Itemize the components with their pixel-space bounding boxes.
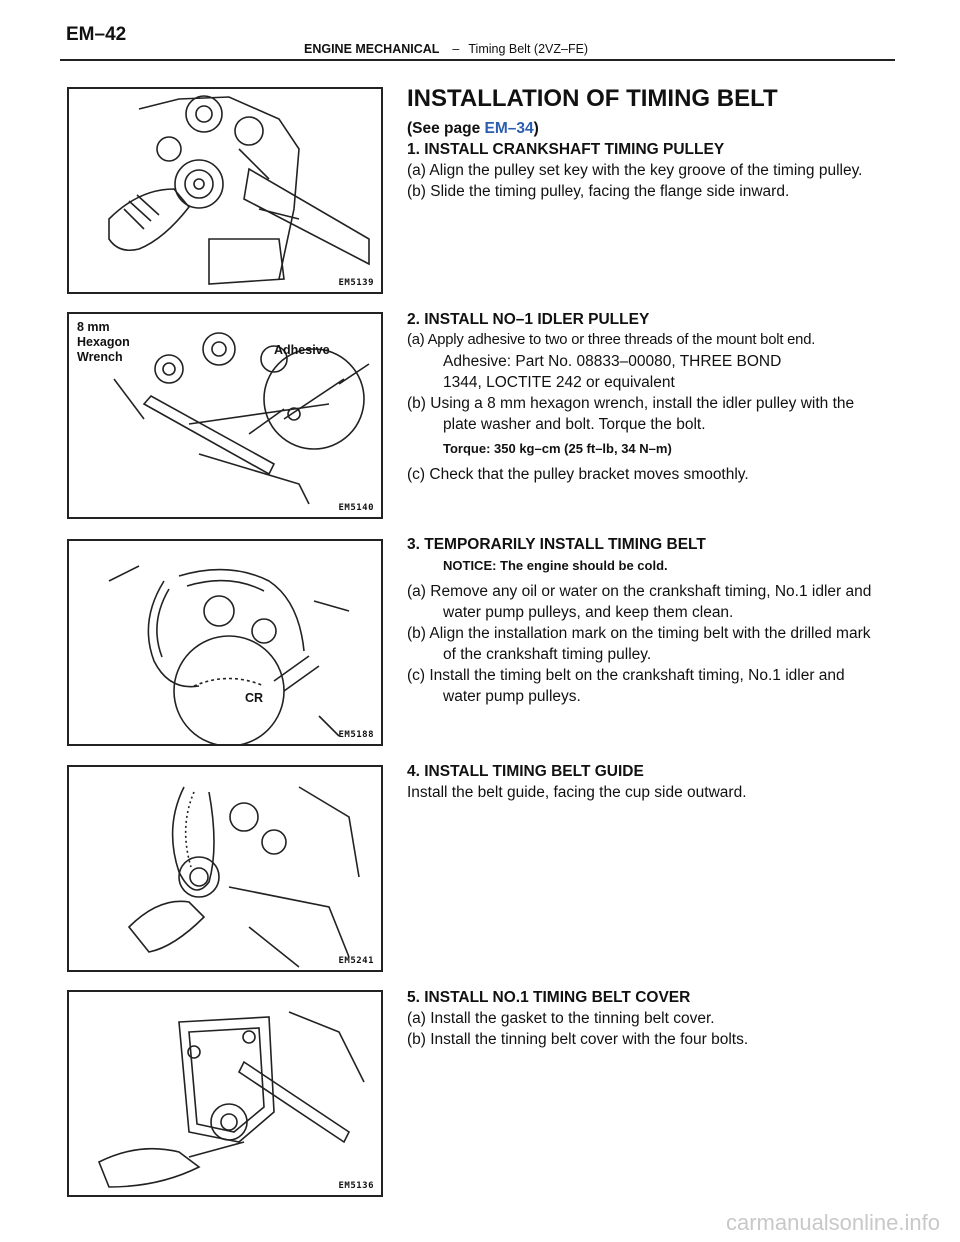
step-5a: (a) Install the gasket to the tinning be… (407, 1010, 715, 1027)
step-3b: (b) Align the installation mark on the t… (407, 625, 871, 663)
figure-code: EM5140 (338, 503, 374, 513)
illustration-idler-pulley (113, 332, 370, 505)
step-4-heading: 4. INSTALL TIMING BELT GUIDE (407, 763, 644, 780)
callout-wrench: Wrench (77, 350, 123, 364)
header-rule (60, 59, 895, 61)
step-3c: (c) Install the timing belt on the crank… (407, 667, 845, 705)
step-2b: (b) Using a 8 mm hexagon wrench, install… (407, 395, 855, 433)
page-title: INSTALLATION OF TIMING BELT (407, 85, 778, 112)
section-2-text: 2. INSTALL NO–1 IDLER PULLEY (a) Apply a… (407, 309, 885, 485)
section-4-text: 4. INSTALL TIMING BELT GUIDE Install the… (407, 761, 885, 803)
link-em-34[interactable]: EM–34 (484, 120, 534, 137)
illustration-belt-cover (97, 1011, 365, 1188)
see-page-reference: (See page EM–34) (407, 118, 885, 139)
header-subsection: Timing Belt (2VZ–FE) (468, 42, 589, 56)
section-1-text: INSTALLATION OF TIMING BELT (See page EM… (407, 84, 885, 202)
header-dash: – (452, 42, 460, 56)
callout-cr: CR (245, 691, 264, 705)
step-2-adhesive-line1: Adhesive: Part No. 08833–00080, THREE BO… (443, 353, 782, 370)
running-header: ENGINE MECHANICAL–Timing Belt (2VZ–FE) (304, 42, 588, 56)
figure-crankshaft-pulley: EM5139 (67, 87, 383, 294)
figure-code: EM5139 (338, 278, 374, 288)
header-section: ENGINE MECHANICAL (304, 42, 440, 56)
step-5b: (b) Install the tinning belt cover with … (407, 1031, 749, 1048)
section-5-text: 5. INSTALL NO.1 TIMING BELT COVER (a) In… (407, 987, 885, 1050)
step-2c: (c) Check that the pulley bracket moves … (407, 466, 749, 483)
callout-hexagon-wrench: 8 mm Hexagon Wrench (77, 320, 130, 365)
callout-adhesive: Adhesive (274, 343, 330, 357)
illustration-belt-guide (127, 786, 360, 968)
step-1a: (a) Align the pulley set key with the ke… (407, 162, 863, 179)
illustration-timing-belt (108, 565, 350, 744)
see-prefix: (See page (407, 120, 485, 137)
step-3-notice: NOTICE: The engine should be cold. (443, 558, 668, 573)
watermark: carmanualsonline.info (725, 1210, 940, 1235)
step-1-heading: 1. INSTALL CRANKSHAFT TIMING PULLEY (407, 141, 725, 158)
step-4-text: Install the belt guide, facing the cup s… (407, 784, 747, 801)
callout-hexagon: Hexagon (77, 335, 130, 349)
step-1b: (b) Slide the timing pulley, facing the … (407, 183, 790, 200)
section-3-text: 3. TEMPORARILY INSTALL TIMING BELT NOTIC… (407, 534, 885, 707)
step-2a: (a) Apply adhesive to two or three threa… (407, 332, 816, 348)
illustration-crankshaft-pulley (108, 95, 370, 285)
see-suffix: ) (533, 120, 539, 137)
callout-8mm: 8 mm (77, 320, 110, 334)
step-2-torque: Torque: 350 kg–cm (25 ft–lb, 34 N–m) (443, 441, 672, 456)
page-number: EM–42 (66, 24, 127, 45)
step-2-adhesive-line2: 1344, LOCTITE 242 or equivalent (443, 374, 675, 391)
figure-timing-belt: CR EM5188 (67, 539, 383, 746)
figure-idler-pulley: 8 mm Hexagon Wrench Adhesive EM5140 (67, 312, 383, 519)
figure-belt-cover: EM5136 (67, 990, 383, 1197)
figure-code: EM5136 (338, 1181, 374, 1191)
step-3a: (a) Remove any oil or water on the crank… (407, 583, 872, 621)
step-2-heading: 2. INSTALL NO–1 IDLER PULLEY (407, 311, 650, 328)
figure-code: EM5241 (338, 956, 374, 966)
figure-belt-guide: EM5241 (67, 765, 383, 972)
step-3-heading: 3. TEMPORARILY INSTALL TIMING BELT (407, 536, 706, 553)
step-5-heading: 5. INSTALL NO.1 TIMING BELT COVER (407, 989, 691, 1006)
figure-code: EM5188 (338, 730, 374, 740)
